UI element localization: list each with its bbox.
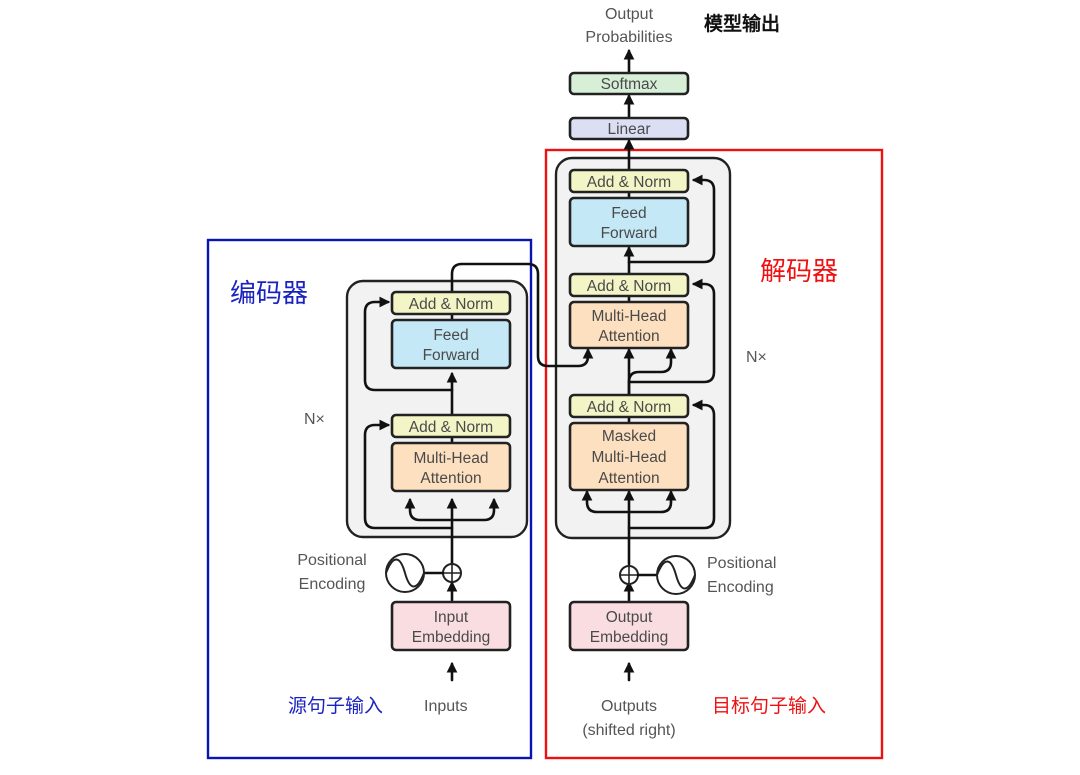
decoder-frame	[544, 148, 884, 760]
decoder-output-embedding: Output Embedding	[568, 600, 690, 652]
decoder-masked-label-2: Multi-Head	[592, 449, 667, 466]
decoder-embed-label-1: Output	[606, 609, 653, 626]
decoder-positional-encoding: Positional Encoding	[619, 555, 776, 596]
decoder-masked-attention: Masked Multi-Head Attention	[568, 421, 690, 492]
target-input-cn-label: 目标句子输入	[712, 695, 826, 717]
decoder-masked-label-3: Attention	[598, 470, 659, 487]
decoder-add-norm-mid-label: Add & Norm	[587, 278, 671, 295]
linear-block: Linear	[568, 116, 690, 141]
encoder-ff-label-2: Forward	[423, 347, 480, 364]
model-output-title: 模型输出	[704, 12, 780, 35]
decoder-add-norm-mid: Add & Norm	[568, 272, 690, 298]
outputs-label-1: Outputs	[601, 698, 657, 715]
encoder-wires	[363, 262, 594, 682]
decoder-ff-label-2: Forward	[601, 225, 658, 242]
encoder-ff-label-1: Feed	[433, 327, 468, 344]
encoder-add-norm-top-label: Add & Norm	[409, 296, 493, 313]
decoder-pe-label-2: Encoding	[707, 579, 774, 596]
softmax-label: Softmax	[601, 76, 658, 93]
encoder-add-norm-bottom: Add & Norm	[390, 413, 512, 439]
source-input-cn-label: 源句子输入	[288, 695, 383, 717]
encoder-add-norm-bottom-label: Add & Norm	[409, 419, 493, 436]
linear-label: Linear	[607, 121, 650, 138]
decoder-add-norm-top: Add & Norm	[568, 168, 690, 194]
encoder-multi-head-attention: Multi-Head Attention	[390, 441, 512, 493]
encoder-add-norm-top: Add & Norm	[390, 290, 512, 316]
decoder-cross-attention: Multi-Head Attention	[568, 300, 690, 350]
outputs-label-2: (shifted right)	[582, 722, 675, 739]
decoder-add-norm-bottom: Add & Norm	[568, 393, 690, 419]
output-probabilities-label-1: Output	[605, 6, 654, 23]
output-probabilities-label-2: Probabilities	[585, 29, 672, 46]
encoder-attn-label-2: Attention	[420, 470, 481, 487]
decoder-pe-label-1: Positional	[707, 555, 776, 572]
decoder-wires	[581, 48, 716, 682]
decoder-embed-label-2: Embedding	[590, 629, 668, 646]
decoder-title: 解码器	[760, 257, 838, 287]
softmax-block: Softmax	[568, 71, 690, 96]
encoder-input-embedding: Input Embedding	[390, 600, 512, 652]
encoder-title: 编码器	[230, 279, 308, 309]
encoder-repeat-label: N×	[304, 411, 325, 428]
encoder-attn-label-1: Multi-Head	[414, 450, 489, 467]
encoder-embed-label-2: Embedding	[412, 629, 490, 646]
decoder-cross-attn-label-2: Attention	[598, 328, 659, 345]
encoder-feed-forward: Feed Forward	[390, 318, 512, 370]
decoder-ff-label-1: Feed	[611, 205, 646, 222]
decoder-add-norm-bottom-label: Add & Norm	[587, 399, 671, 416]
decoder-repeat-label: N×	[746, 349, 767, 366]
decoder-add-norm-top-label: Add & Norm	[587, 174, 671, 191]
encoder-embed-label-1: Input	[434, 609, 469, 626]
inputs-label: Inputs	[424, 698, 468, 715]
decoder-feed-forward: Feed Forward	[568, 196, 690, 248]
decoder-cross-attn-label-1: Multi-Head	[592, 308, 667, 325]
encoder-pe-label-2: Encoding	[299, 576, 366, 593]
encoder-pe-label-1: Positional	[297, 552, 366, 569]
decoder-masked-label-1: Masked	[602, 428, 656, 445]
encoder-frame	[206, 238, 533, 760]
encoder-positional-encoding: Positional Encoding	[297, 552, 462, 593]
